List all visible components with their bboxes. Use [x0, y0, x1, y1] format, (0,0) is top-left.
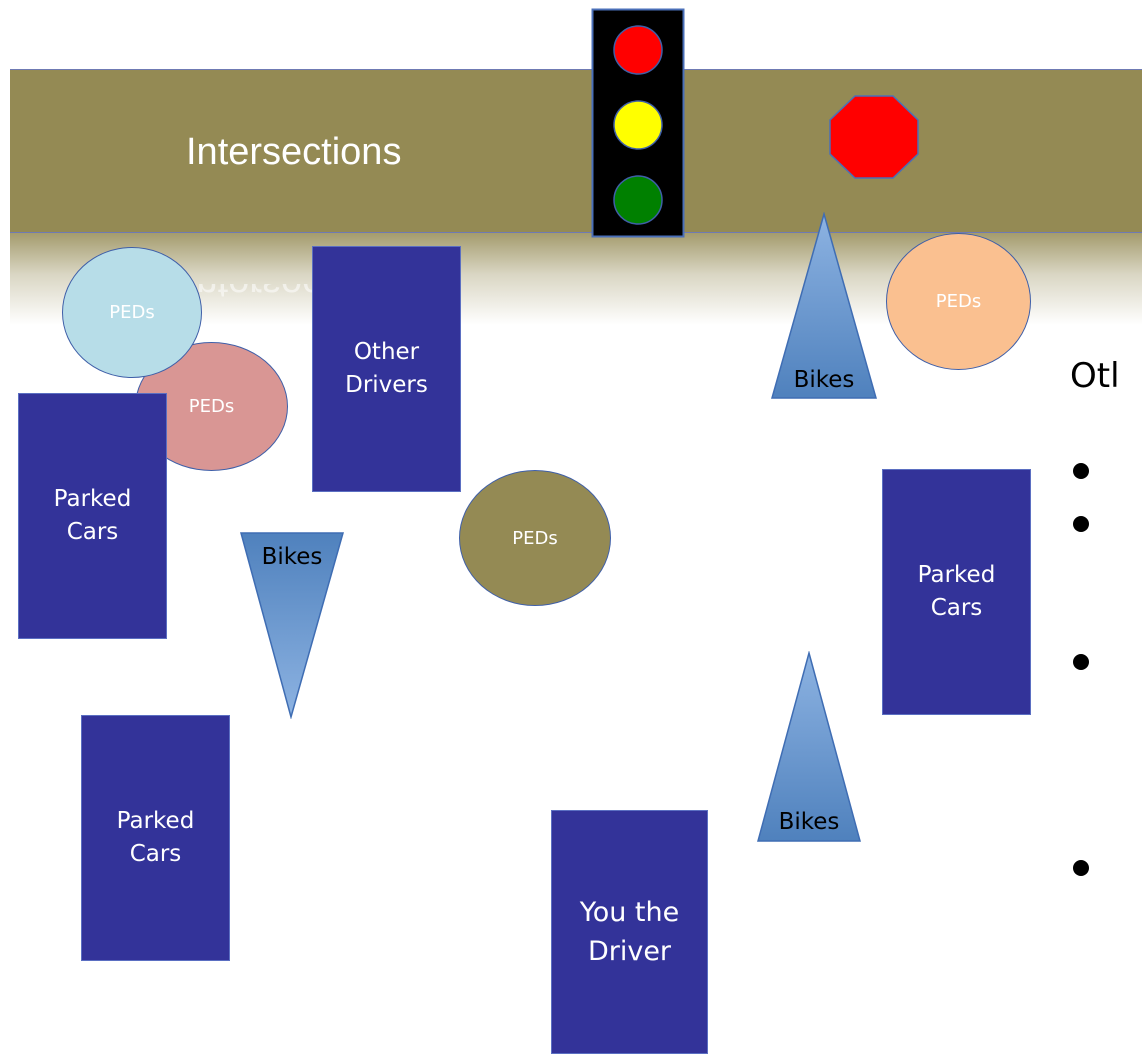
bullet-2: [1073, 516, 1089, 532]
other-drivers-box: Other Drivers: [312, 246, 461, 492]
banner-title: Intersections: [186, 131, 402, 173]
peds-oval-peach: PEDs: [886, 233, 1031, 370]
red-light: [613, 25, 663, 75]
bikes-triangle-left: Bikes: [240, 532, 344, 719]
bikes-left-label: Bikes: [262, 544, 323, 570]
bikes-right-label: Bikes: [779, 809, 840, 835]
side-heading: Otl: [1070, 356, 1120, 396]
intersections-banner: [10, 69, 1142, 233]
parked-cars-box-left-bottom: Parked Cars: [81, 715, 230, 961]
you-the-driver-box: You the Driver: [551, 810, 708, 1054]
bikes-triangle-top: Bikes: [771, 212, 877, 399]
bullet-1: [1073, 463, 1089, 479]
yellow-light: [613, 100, 663, 150]
traffic-light-icon: [591, 8, 685, 238]
bikes-top-label: Bikes: [794, 367, 855, 393]
green-light: [613, 175, 663, 225]
stop-sign-icon: [829, 95, 919, 179]
peds-oval-olive: PEDs: [459, 470, 611, 606]
bikes-triangle-right: Bikes: [757, 651, 861, 842]
bullet-4: [1073, 860, 1089, 876]
bullet-3: [1073, 654, 1089, 670]
parked-cars-box-left-top: Parked Cars: [18, 393, 167, 639]
parked-cars-box-right: Parked Cars: [882, 469, 1031, 715]
peds-oval-blue: PEDs: [62, 247, 202, 378]
